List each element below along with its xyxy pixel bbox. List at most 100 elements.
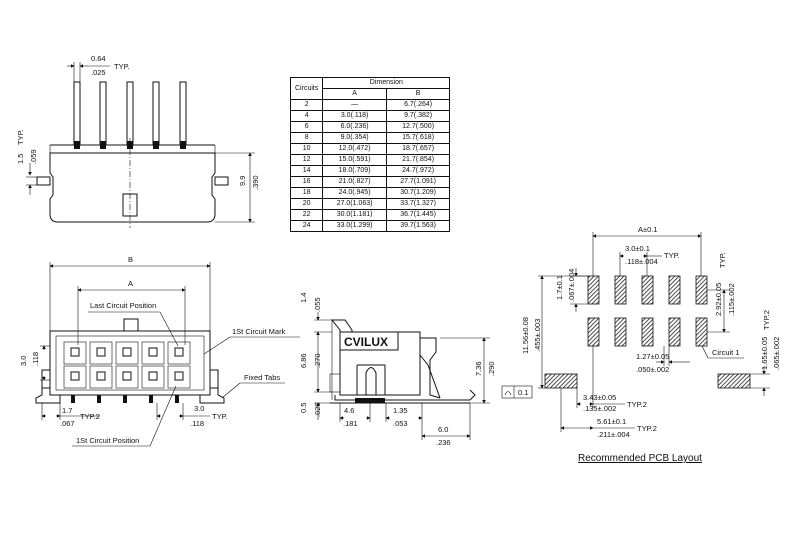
side-d2-mm: 6.86 [299, 353, 308, 368]
pcb-tab-h-in: .065±.002 [772, 337, 781, 370]
cell-circuits: 6 [289, 121, 324, 133]
pcb-layout: A±0.1 3.0±0.1 .118±.004 TYP. 1.7±0.1 .06… [521, 225, 781, 439]
pcb-circuit1: Circuit 1 [712, 348, 740, 357]
pcb-a-tol: A±0.1 [638, 225, 658, 234]
cell-circuits: 4 [289, 110, 324, 122]
top-typ: TYP. [114, 62, 130, 71]
pcb-h-in: .455±.003 [533, 319, 542, 352]
front-h-in: .118 [31, 352, 40, 366]
side-d4-in: .290 [487, 361, 496, 376]
cell-circuits: 8 [289, 132, 324, 144]
cell-b: 12.7(.500) [385, 121, 451, 133]
pcb-pitch-mm: 3.0±0.1 [625, 244, 650, 253]
front-typ2: TYP.2 [80, 412, 100, 421]
front-typ: TYP. [212, 412, 228, 421]
cell-a: 24.0(.945) [322, 187, 387, 199]
pcb-span-mm: 5.61±0.1 [597, 417, 626, 426]
cell-circuits: 18 [289, 187, 324, 199]
header-circuits: Circuits [289, 77, 324, 100]
cell-b: 18.7(.657) [385, 143, 451, 155]
top-h1-in: .059 [29, 149, 38, 164]
cell-a: 33.0(1.299) [322, 220, 387, 232]
pcb-typ: TYP. [664, 251, 680, 260]
cell-circuits: 2 [289, 99, 324, 111]
side-d3-mm: 0.5 [299, 403, 308, 413]
pcb-row-mm: 2.92±0.05 [714, 283, 723, 316]
pcb-pad-h-in: .050±.002 [636, 365, 669, 374]
pcb-pad-w-mm: 1.7±0.1 [555, 275, 564, 300]
pcb-typ-v: TYP. [718, 252, 727, 268]
cell-a: 30.0(1.181) [322, 209, 387, 221]
pcb-pad-w-in: .067±.004 [567, 269, 576, 302]
side-d2-in: .270 [313, 353, 322, 368]
flatness-frame [501, 385, 533, 399]
side-d6-in: .053 [393, 419, 408, 428]
side-flatness: 0.1 [518, 388, 528, 397]
cell-b: 36.7(1.445) [385, 209, 451, 221]
front-pitch2-in: .118 [190, 419, 204, 428]
cell-circuits: 14 [289, 165, 324, 177]
pcb-row-in: .115±.002 [727, 283, 736, 316]
top-pin-width-in: .025 [91, 68, 106, 77]
cell-a: 12.0(.472) [322, 143, 387, 155]
cell-circuits: 16 [289, 176, 324, 188]
side-d7-mm: 6.0 [438, 425, 448, 434]
cell-a: 27.0(1.063) [322, 198, 387, 210]
cell-b: 21.7(.854) [385, 154, 451, 166]
cell-a: 9.0(.354) [322, 132, 387, 144]
pcb-pad-h-mm: 1.27±0.05 [636, 352, 669, 361]
top-h1-mm: 1.5 [16, 154, 25, 164]
label-last-circuit: Last Circuit Position [90, 301, 156, 310]
cell-a: 18.0(.709) [322, 165, 387, 177]
pcb-tab-h-mm: 1.65±0.05 [760, 337, 769, 370]
cell-a: 3.0(.118) [322, 110, 387, 122]
header-dimension: Dimension [322, 77, 451, 89]
side-d6-mm: 1.35 [393, 406, 408, 415]
header-b: B [385, 88, 451, 100]
front-pitch2-mm: 3.0 [194, 404, 204, 413]
top-view: 0.64 .025 TYP. TYP. 1.5 .059 9.9 .390 [16, 54, 260, 228]
side-d5-in: .181 [343, 419, 358, 428]
cell-circuits: 10 [289, 143, 324, 155]
label-first-circuit-position: 1St Circuit Position [76, 436, 139, 445]
cell-b: 39.7(1.563) [385, 220, 451, 232]
top-pin-width-mm: 0.64 [91, 54, 106, 63]
pcb-tab-w-in: .135±.002 [583, 404, 616, 413]
brand-logo: CVILUX [344, 335, 388, 349]
pcb-tab-w-mm: 3.43±0.05 [583, 393, 616, 402]
side-d7-in: .236 [436, 438, 451, 447]
front-dim-b: B [128, 255, 133, 264]
top-h2-in: .390 [251, 175, 260, 190]
side-d3-in: .020 [313, 402, 322, 417]
front-pitch1-mm: 1.7 [62, 406, 72, 415]
cell-b: 9.7(.382) [385, 110, 451, 122]
label-first-circuit-mark: 1St Circuit Mark [232, 327, 286, 336]
cell-circuits: 24 [289, 220, 324, 232]
cell-circuits: 12 [289, 154, 324, 166]
front-view: B A [19, 255, 300, 447]
cell-a: — [322, 99, 387, 111]
header-a: A [322, 88, 387, 100]
top-h2-mm: 9.9 [238, 176, 247, 186]
front-h-mm: 3.0 [19, 356, 28, 366]
cell-b: 27.7(1.091) [385, 176, 451, 188]
side-d4-mm: 7.36 [474, 361, 483, 376]
pcb-span-in: .211±.004 [597, 430, 630, 439]
side-d5-mm: 4.6 [344, 406, 354, 415]
cell-b: 30.7(1.209) [385, 187, 451, 199]
cell-b: 6.7(.264) [385, 99, 451, 111]
front-dim-a: A [128, 279, 133, 288]
side-view: CVILUX 1.4 .055 6.86 .270 0.5 .020 7.36 … [299, 293, 533, 447]
pcb-typ2a: TYP.2 [627, 400, 647, 409]
side-d1-in: .055 [313, 297, 322, 312]
